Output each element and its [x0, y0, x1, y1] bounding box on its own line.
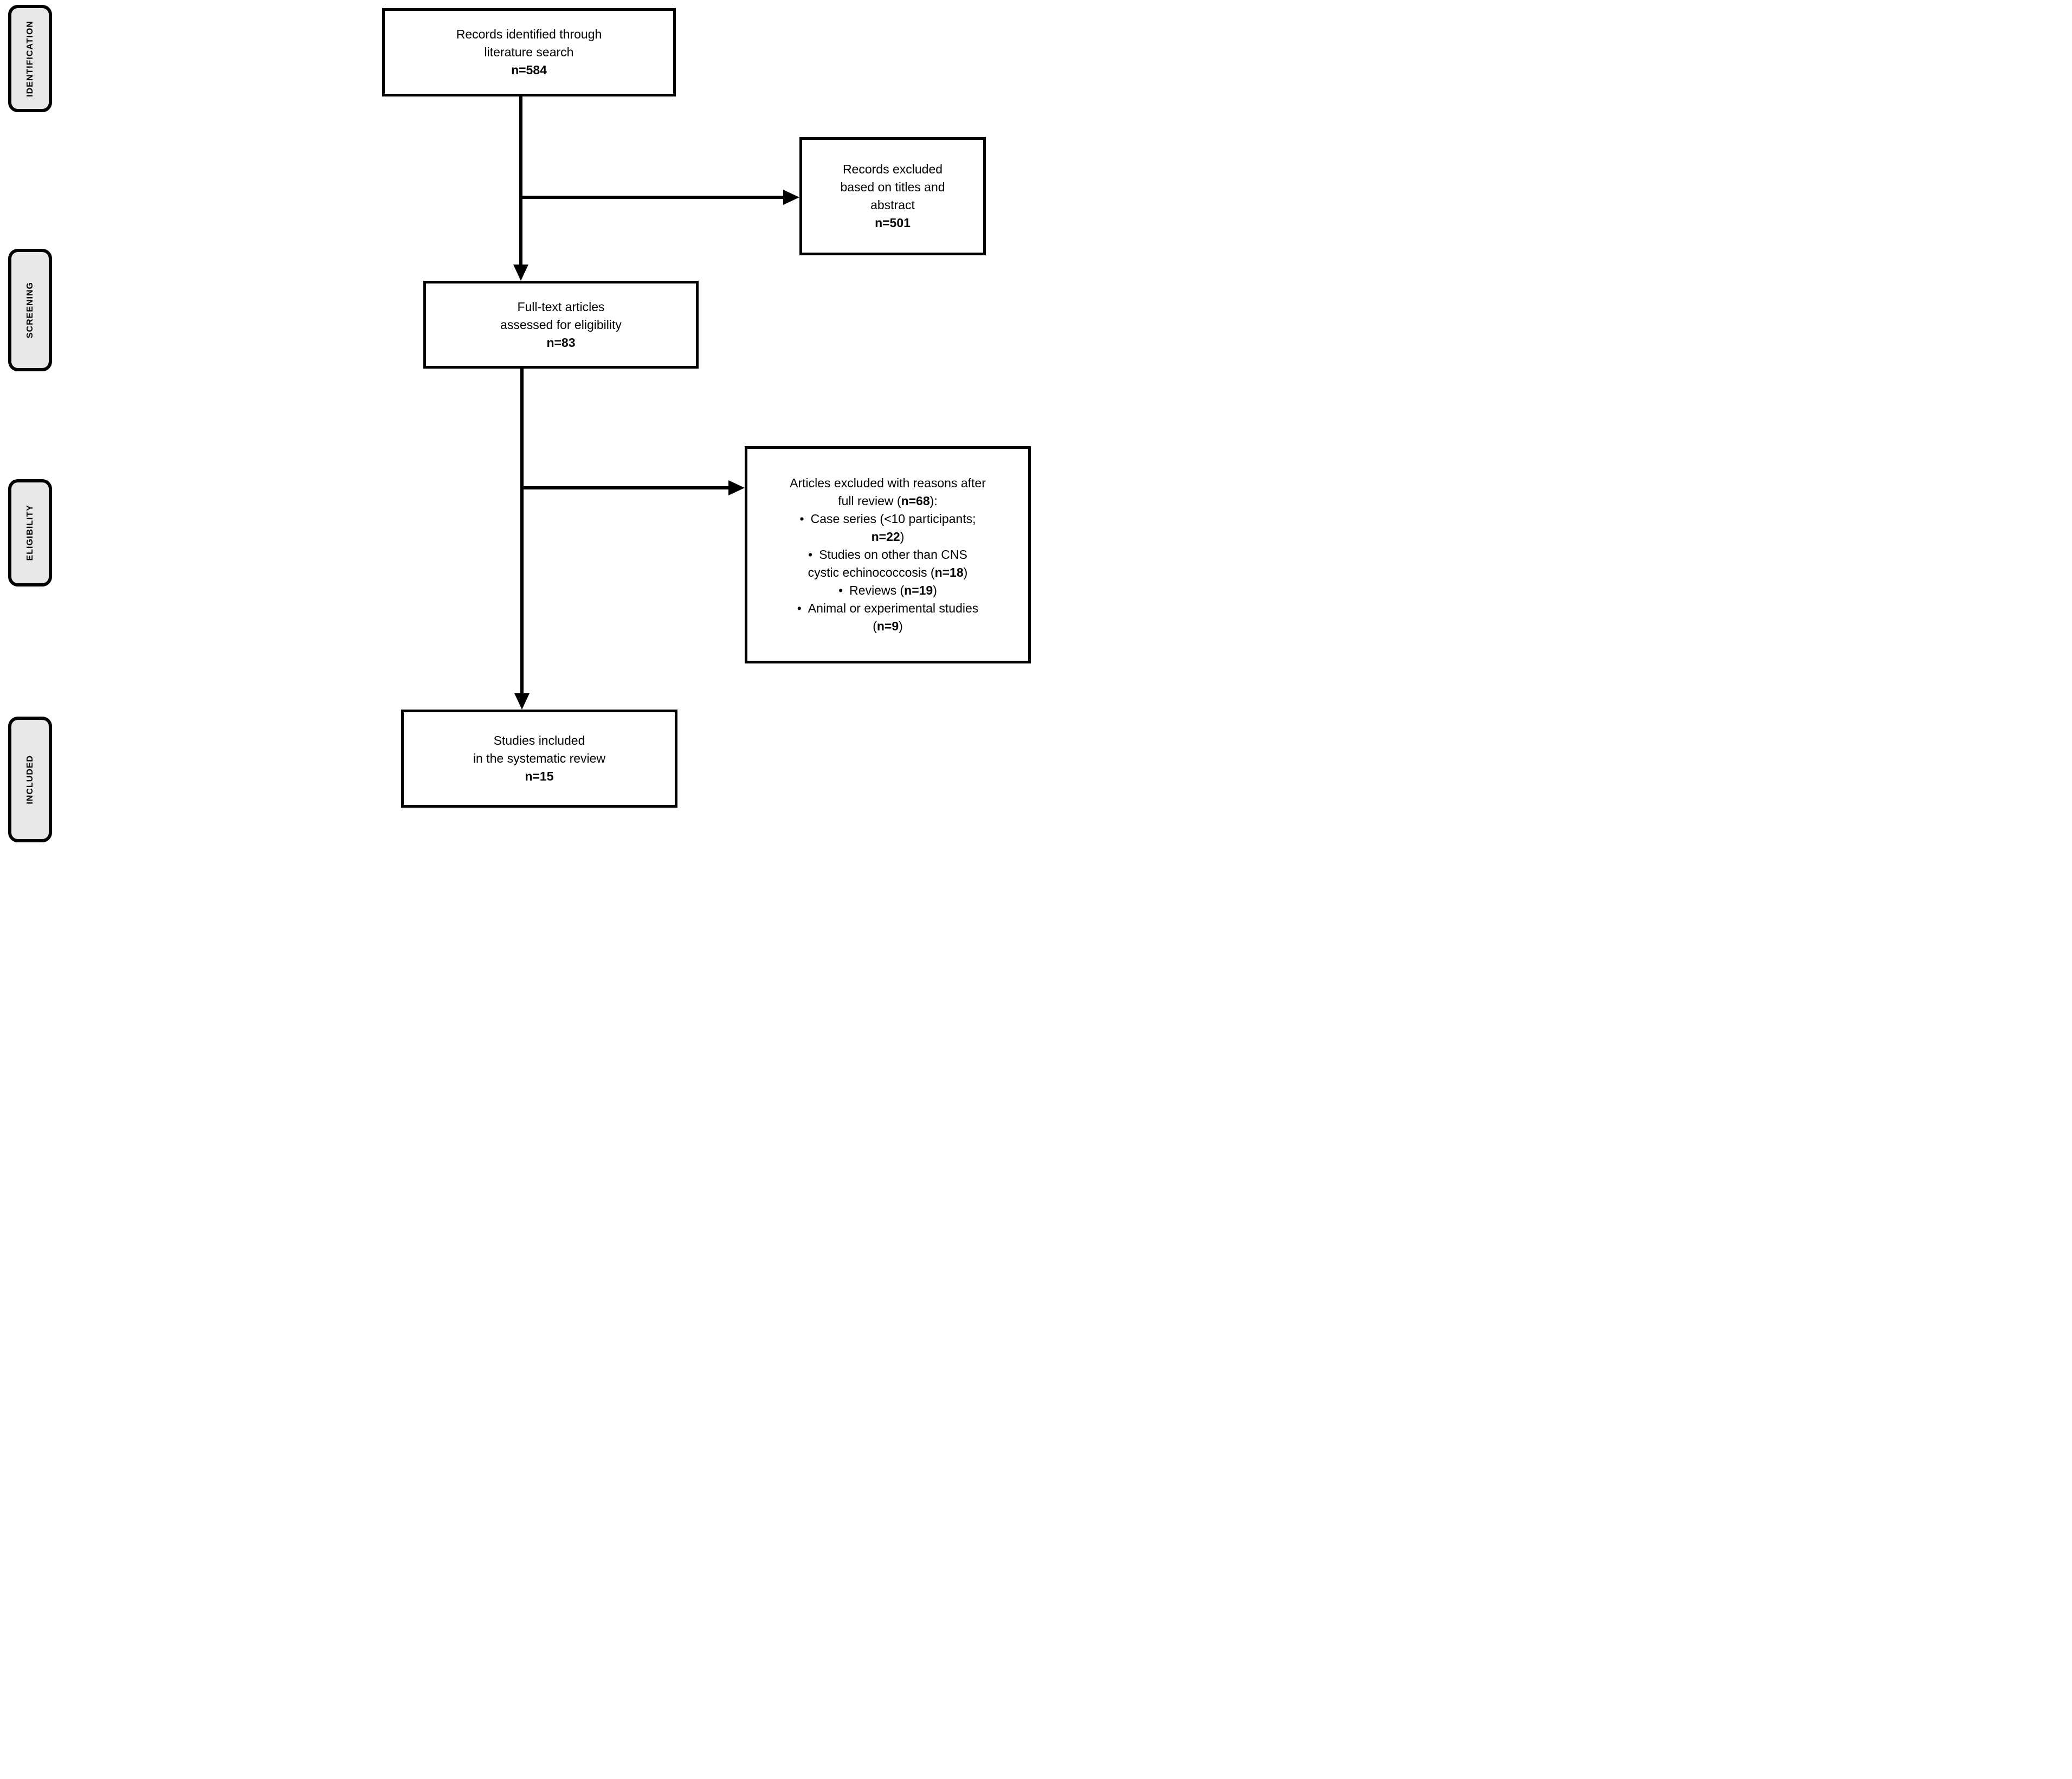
box-text-line: • Reviews (n=19) [755, 582, 1021, 600]
box-studies-included: Studies included in the systematic revie… [401, 710, 677, 808]
box-text-line: in the systematic review [473, 751, 606, 765]
text-segment: Animal or experimental studies [808, 601, 979, 615]
box-text-line: • Studies on other than CNS [755, 546, 1021, 564]
record-count: n=15 [525, 769, 554, 783]
record-count: n=501 [875, 216, 911, 230]
box-records-identified: Records identified through literature se… [382, 8, 676, 96]
text-segment: Case series (<10 participants; [810, 512, 976, 526]
text-segment: ) [963, 565, 968, 579]
prisma-flow-diagram: IDENTIFICATION SCREENING ELIGIBILITY INC… [0, 0, 1036, 890]
stage-label-eligibility: ELIGIBILITY [8, 479, 52, 586]
box-text-line: based on titles and [840, 180, 945, 194]
arrow-branch-to-excluded-full-line [520, 486, 728, 489]
arrow-branch-to-excluded-titles-head [783, 190, 799, 205]
text-segment: ) [933, 583, 937, 597]
box-records-excluded-titles: Records excluded based on titles and abs… [799, 137, 986, 255]
box-text: Articles excluded with reasons after ful… [747, 474, 1028, 635]
bullet-marker: • [838, 583, 843, 597]
box-text-line: Articles excluded with reasons after [755, 474, 1021, 492]
box-text-line: Full-text articles [517, 299, 605, 314]
arrow-identified-to-fulltext-line [519, 96, 522, 265]
bullet-marker: • [797, 601, 802, 615]
text-segment: ): [930, 494, 938, 508]
text-segment: full review ( [838, 494, 901, 508]
box-text-line: • Animal or experimental studies [755, 600, 1021, 617]
arrow-branch-to-excluded-titles-line [519, 196, 783, 199]
stage-label-screening: SCREENING [8, 249, 52, 371]
box-fulltext-assessed: Full-text articles assessed for eligibil… [423, 281, 699, 369]
record-count: n=19 [904, 583, 933, 597]
text-segment: ) [899, 619, 903, 633]
box-text-line: assessed for eligibility [500, 317, 622, 332]
text-segment: cystic echinococcosis ( [808, 565, 935, 579]
box-text-line: Records excluded [842, 162, 943, 176]
stage-label-identification: IDENTIFICATION [8, 5, 52, 112]
box-text-line: (n=9) [755, 617, 1021, 635]
arrow-identified-to-fulltext-head [513, 265, 528, 281]
arrow-fulltext-to-included-line [520, 369, 524, 693]
record-count: n=18 [934, 565, 964, 579]
box-text-line: cystic echinococcosis (n=18) [755, 564, 1021, 582]
stage-label-text: SCREENING [25, 281, 35, 339]
text-segment: Reviews ( [849, 583, 905, 597]
arrow-fulltext-to-included-head [514, 693, 530, 710]
record-count: n=9 [876, 619, 899, 633]
record-count: n=68 [901, 494, 930, 508]
box-text-line: Studies included [493, 733, 585, 747]
record-count: n=22 [871, 530, 900, 544]
stage-label-text: ELIGIBILITY [25, 505, 35, 561]
box-text: Full-text articles assessed for eligibil… [426, 298, 696, 352]
box-text-line: full review (n=68): [755, 492, 1021, 510]
bullet-marker: • [808, 547, 813, 562]
bullet-marker: • [799, 512, 804, 526]
text-segment: Articles excluded with reasons after [790, 476, 986, 490]
box-text-line: n=22) [755, 528, 1021, 546]
box-text-line: Records identified through [456, 27, 602, 41]
stage-label-text: INCLUDED [25, 755, 35, 804]
record-count: n=83 [546, 335, 576, 350]
arrow-branch-to-excluded-full-head [728, 480, 745, 495]
stage-label-text: IDENTIFICATION [25, 20, 35, 97]
box-text: Records identified through literature se… [385, 25, 673, 79]
text-segment: ( [873, 619, 877, 633]
box-text: Records excluded based on titles and abs… [802, 160, 983, 232]
box-text-line: literature search [484, 45, 574, 59]
box-text-line: • Case series (<10 participants; [755, 510, 1021, 528]
box-text-line: abstract [870, 198, 915, 212]
text-segment: ) [900, 530, 905, 544]
record-count: n=584 [511, 63, 547, 77]
box-articles-excluded-full-review: Articles excluded with reasons after ful… [745, 446, 1031, 663]
text-segment: Studies on other than CNS [819, 547, 967, 562]
stage-label-included: INCLUDED [8, 717, 52, 842]
box-text: Studies included in the systematic revie… [404, 732, 675, 785]
